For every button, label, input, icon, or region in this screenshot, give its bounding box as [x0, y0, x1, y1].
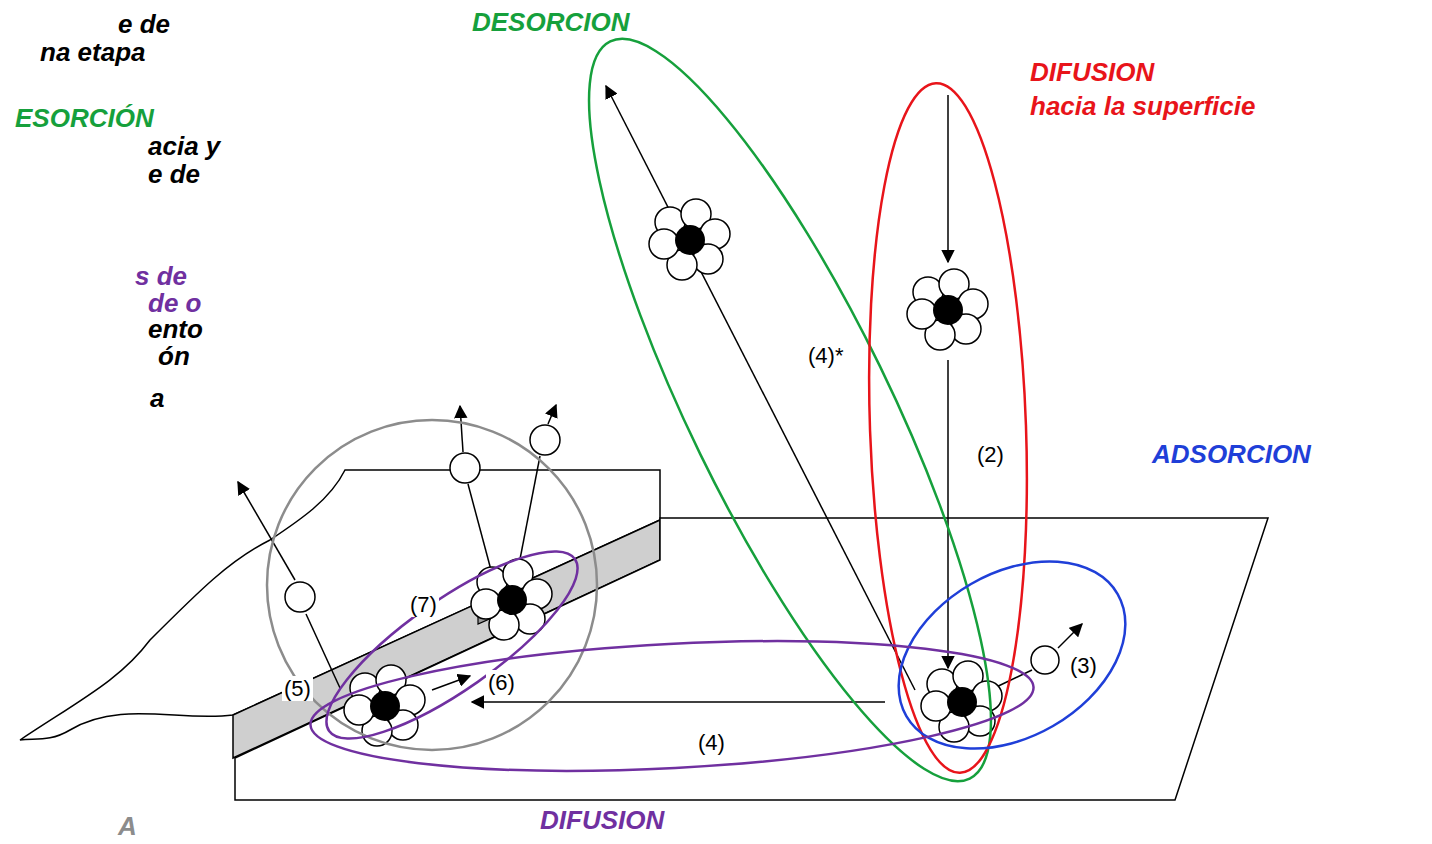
- cut-text: acia y: [148, 132, 220, 162]
- callout-number: (5): [282, 676, 313, 701]
- adsorption-arrow: [1058, 624, 1082, 648]
- reaction-circle: [267, 420, 597, 750]
- callout-number: (4)*: [806, 343, 845, 368]
- cut-text: na etapa: [40, 38, 146, 68]
- cut-text: a: [150, 384, 164, 414]
- atom: [450, 453, 480, 483]
- molecule: [471, 559, 552, 640]
- product-arrow: [238, 482, 295, 580]
- step-label: hacia la superficie: [1030, 92, 1255, 122]
- cut-text: ento: [148, 315, 203, 345]
- step-diffusion-ellipse: [303, 522, 600, 768]
- adsorption-ellipse: [865, 523, 1158, 787]
- step-label: DIFUSION: [1030, 58, 1154, 88]
- callout-number: (2): [975, 442, 1006, 467]
- cut-text: ESORCIÓN: [15, 104, 154, 134]
- step-label: DESORCION: [472, 8, 629, 38]
- callout-number: (4): [696, 730, 727, 755]
- kink-arrow: [432, 676, 470, 690]
- cut-text: A: [118, 812, 137, 842]
- product-arrow: [548, 405, 556, 424]
- cut-text: e de: [118, 10, 170, 40]
- diffusion-ellipse: [858, 80, 1038, 775]
- atom: [1031, 646, 1059, 674]
- lower-terrace: [235, 518, 1268, 800]
- diffusion-arrow: [947, 95, 949, 262]
- cut-text: ón: [158, 342, 190, 372]
- molecule: [907, 269, 988, 350]
- atom: [285, 582, 315, 612]
- callout-number: (7): [408, 592, 439, 617]
- cut-text: s de: [135, 262, 187, 292]
- desorption-ellipse: [520, 0, 1059, 822]
- surface-diffusion-ellipse: [307, 625, 1036, 787]
- product-arrow: [460, 406, 463, 452]
- callout-number: (6): [486, 670, 517, 695]
- step-label: DIFUSION: [540, 806, 664, 836]
- step-label: ADSORCION: [1152, 440, 1311, 470]
- atom: [530, 425, 560, 455]
- molecule: [649, 199, 730, 280]
- surface-diffusion-arrow: [472, 701, 885, 703]
- diffusion-arrow: [947, 360, 949, 668]
- callout-number: (3): [1068, 653, 1099, 678]
- cut-text: e de: [148, 160, 200, 190]
